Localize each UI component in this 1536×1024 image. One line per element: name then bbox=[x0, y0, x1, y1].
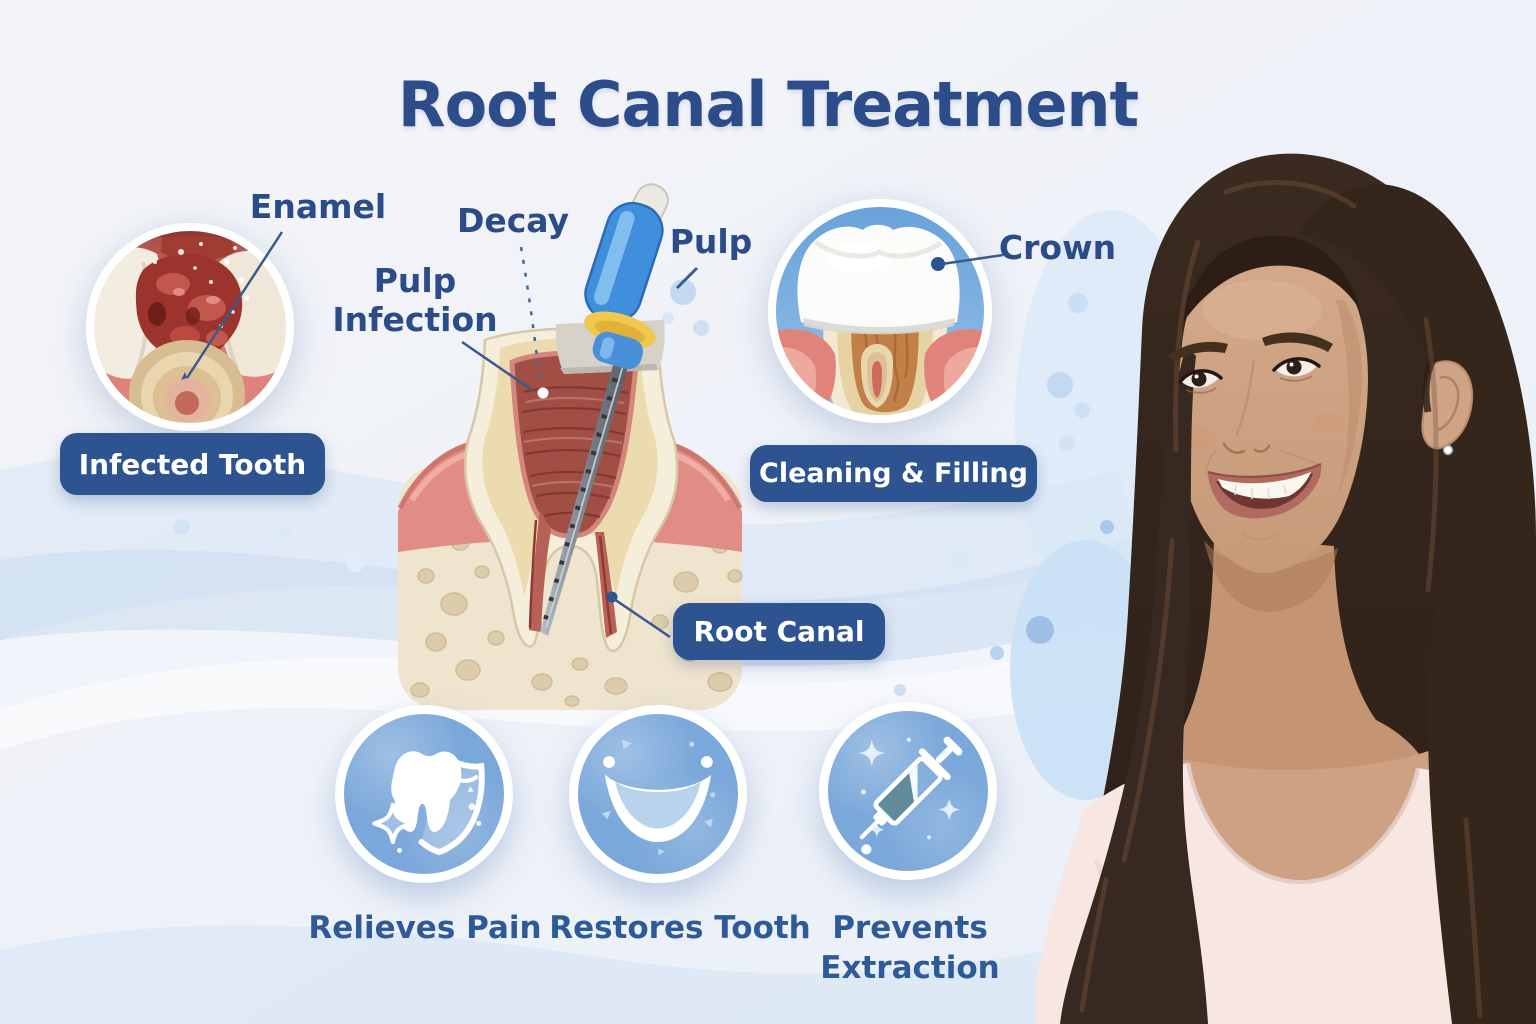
benefit-label-prevents-extraction: Prevents Extraction bbox=[820, 910, 1000, 987]
benefit-circle-prevents-extraction bbox=[819, 702, 997, 880]
benefit-circle-restores-tooth bbox=[569, 705, 747, 883]
benefit-label-relieves-pain: Relieves Pain bbox=[308, 910, 542, 946]
root-canal-badge: Root Canal bbox=[673, 603, 885, 660]
label-pulp-infection: Pulp Infection bbox=[332, 261, 498, 339]
label-pulp: Pulp bbox=[669, 222, 753, 261]
label-decay: Decay bbox=[456, 201, 570, 240]
page-title: Root Canal Treatment bbox=[397, 68, 1139, 141]
tooth-shield-icon bbox=[372, 751, 485, 856]
label-crown: Crown bbox=[998, 228, 1117, 267]
infected-tooth-illustration bbox=[86, 223, 294, 431]
smiling-woman-photo bbox=[1036, 153, 1536, 1024]
syringe-icon bbox=[858, 736, 963, 855]
label-enamel: Enamel bbox=[249, 187, 387, 226]
cleaning-filling-badge: Cleaning & Filling bbox=[750, 445, 1037, 502]
benefit-circle-relieves-pain bbox=[335, 705, 513, 883]
crown-illustration bbox=[768, 199, 992, 423]
tooth-cross-section-illustration bbox=[397, 183, 743, 710]
benefit-label-restores-tooth: Restores Tooth bbox=[549, 910, 811, 946]
infected-tooth-badge: Infected Tooth bbox=[60, 433, 325, 495]
smile-icon bbox=[601, 739, 716, 856]
